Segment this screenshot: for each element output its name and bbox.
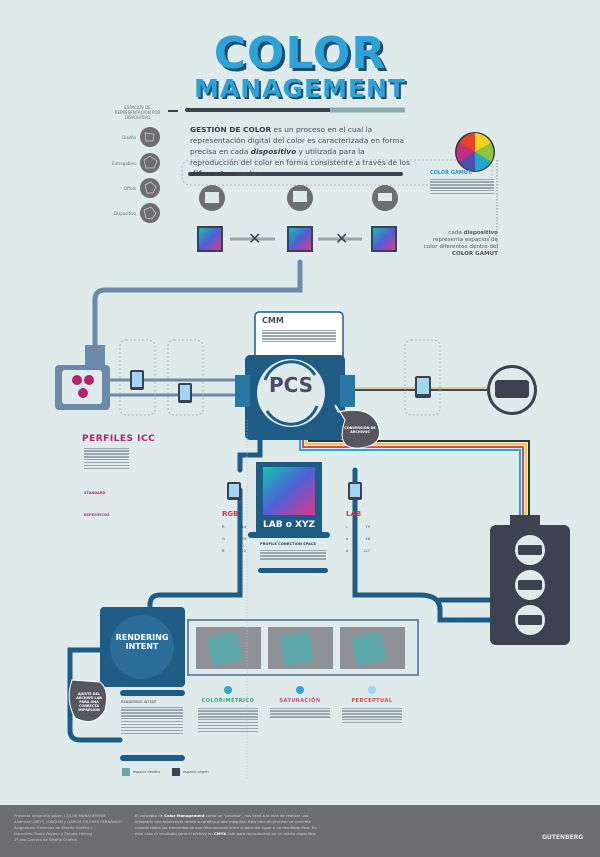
value: 48 (365, 537, 370, 541)
intent-body (270, 706, 330, 719)
adjust-bubble (68, 679, 108, 723)
pcs-space-body (260, 548, 326, 561)
link-standard[interactable]: STANDARD (84, 491, 106, 495)
channel: a (346, 537, 349, 541)
printer-stack (490, 515, 570, 645)
svg-text:✕: ✕ (335, 229, 348, 248)
rendering-body (121, 705, 183, 736)
gamut-heading: COLOR GAMUT. (430, 170, 473, 176)
input-device-block (55, 345, 110, 410)
adjust-bubble-text: AJUSTE DEL ARCHIVO LAB PARA UNA CORRECTA… (76, 692, 102, 712)
conversion-bubble (334, 404, 380, 449)
device-icons: ✕ ✕ (197, 185, 398, 252)
color-wheel-icon (455, 132, 495, 172)
credit-line: Docentes: Paola Pagano y Renata Hennig (14, 831, 93, 836)
lab-table: LAB L 79 a 48 b 127 (346, 510, 370, 553)
intent-saturacion: SATURACIÓN (279, 698, 321, 704)
desc-part: El concepto de (135, 813, 165, 818)
caption-part: cada (448, 230, 464, 236)
footer-credits: Proyecto Infografía sobre: COLOR MANAGEM… (14, 813, 122, 843)
rendering-heading: RENDERING INTENT (121, 700, 157, 704)
space-label: Entregables (112, 161, 136, 166)
gamut-body (430, 177, 494, 196)
footer (0, 805, 600, 857)
lab-row: b 127 (346, 549, 370, 553)
rgb-heading: RGB (222, 510, 239, 518)
cmm-heading: CMM (262, 316, 284, 325)
value: 127 (363, 549, 370, 553)
title-management: MANAGEMENT (193, 74, 407, 103)
channel: L (346, 525, 349, 529)
output-pipes (67, 437, 493, 743)
space-label: Dispositivo (114, 211, 136, 216)
intro-part: es un proceso en el cual la representaci… (190, 125, 405, 156)
value: 12 (241, 549, 246, 553)
caption-part: representa espacios de color diferentes … (423, 237, 498, 250)
gamut-caption: cada dispositivo representa espacios de … (420, 230, 498, 258)
desc-part: como un "proceso", nos llevó a la idea d… (135, 813, 317, 836)
gutenberg-logo-text: GUTENBERG (542, 834, 584, 841)
perfiles-body (84, 446, 129, 471)
intent-boxes (196, 627, 405, 694)
lab-xyz-label: LAB o XYZ (263, 520, 315, 530)
pcs-hub (235, 355, 355, 440)
lab-row: L 79 (346, 525, 370, 529)
cmyk-cable (299, 430, 530, 520)
intent-body (342, 706, 402, 725)
intent-body (198, 706, 258, 734)
link-especificos[interactable]: ESPECÍFICOS (84, 513, 110, 517)
rendering-intent-label: RENDERING INTENT (115, 633, 169, 651)
intro-part: medios. (232, 169, 265, 178)
spaces-heading: ESPACIOS DE REPRESENTACIÓN POR DISPOSITI… (114, 105, 161, 120)
channel: b (346, 549, 349, 553)
desc-bold: Color Management (164, 813, 205, 818)
rgb-table: RGB R 244 G 139 B 12 (222, 510, 246, 553)
intro-emphasis: diferentes (190, 169, 233, 178)
cmm-body (262, 328, 336, 344)
intro-lead: GESTIÓN DE COLOR (190, 125, 272, 134)
rgb-row: R 244 (222, 525, 246, 529)
conversion-bubble-text: CONVERSIÓN DE ARCHIVOS (344, 426, 376, 434)
intro-text: GESTIÓN DE COLOR es un proceso en el cua… (190, 124, 412, 179)
legend-origen: espacio origen (183, 770, 209, 774)
credit-line: Asignatura: Sistemas de Diseño Gráfico I (14, 825, 92, 830)
credit-line: Alumnos: GIETY, JOAQUIN y GARCIA VILCHES… (14, 819, 122, 824)
space-label: Offset (123, 186, 136, 191)
perfiles-heading: PERFILES ICC (82, 434, 156, 444)
desc-bold: CMYK (214, 831, 227, 836)
intent-colorimetrico: COLORIMÉTRICO (201, 698, 255, 704)
svg-text:✕: ✕ (248, 229, 261, 248)
pcs-space-heading: PROFILE CONECTION SPACE (260, 542, 316, 546)
credit-line: 1º año Carrera de Diseño Gráfico (14, 837, 77, 842)
caption-bold: COLOR GAMUT (451, 251, 498, 257)
profile-connection-space (248, 462, 330, 573)
title-color: COLOR (213, 28, 387, 79)
value: 79 (365, 525, 370, 529)
channel: G (222, 537, 225, 541)
footer-description: El concepto de Color Management como un … (135, 813, 325, 837)
desc-part: listo para reproducirse en un medio espe… (226, 831, 317, 836)
pcs-label: PCS (268, 373, 314, 397)
rendering-intent-hub (100, 607, 185, 761)
legend-destino: espacio destino (133, 770, 161, 774)
intent-perceptual: PERCEPTUAL (351, 698, 393, 704)
channel: R (222, 525, 225, 529)
space-label: Diseño (122, 135, 136, 140)
lab-row: a 48 (346, 537, 370, 541)
value: 244 (239, 525, 246, 529)
rgb-row: B 12 (222, 549, 246, 553)
value: 139 (239, 537, 246, 541)
lab-heading: LAB (346, 510, 362, 518)
credit-line: Proyecto Infografía sobre: COLOR MANAGEM… (14, 813, 107, 818)
intro-emphasis: dispositivo (250, 147, 297, 156)
rgb-row: G 139 (222, 537, 246, 541)
caption-bold: dispositivo (463, 230, 498, 236)
intro-part: y utilizada para la reproducción del col… (190, 147, 410, 167)
space-circle (140, 127, 160, 147)
channel: B (222, 549, 225, 553)
